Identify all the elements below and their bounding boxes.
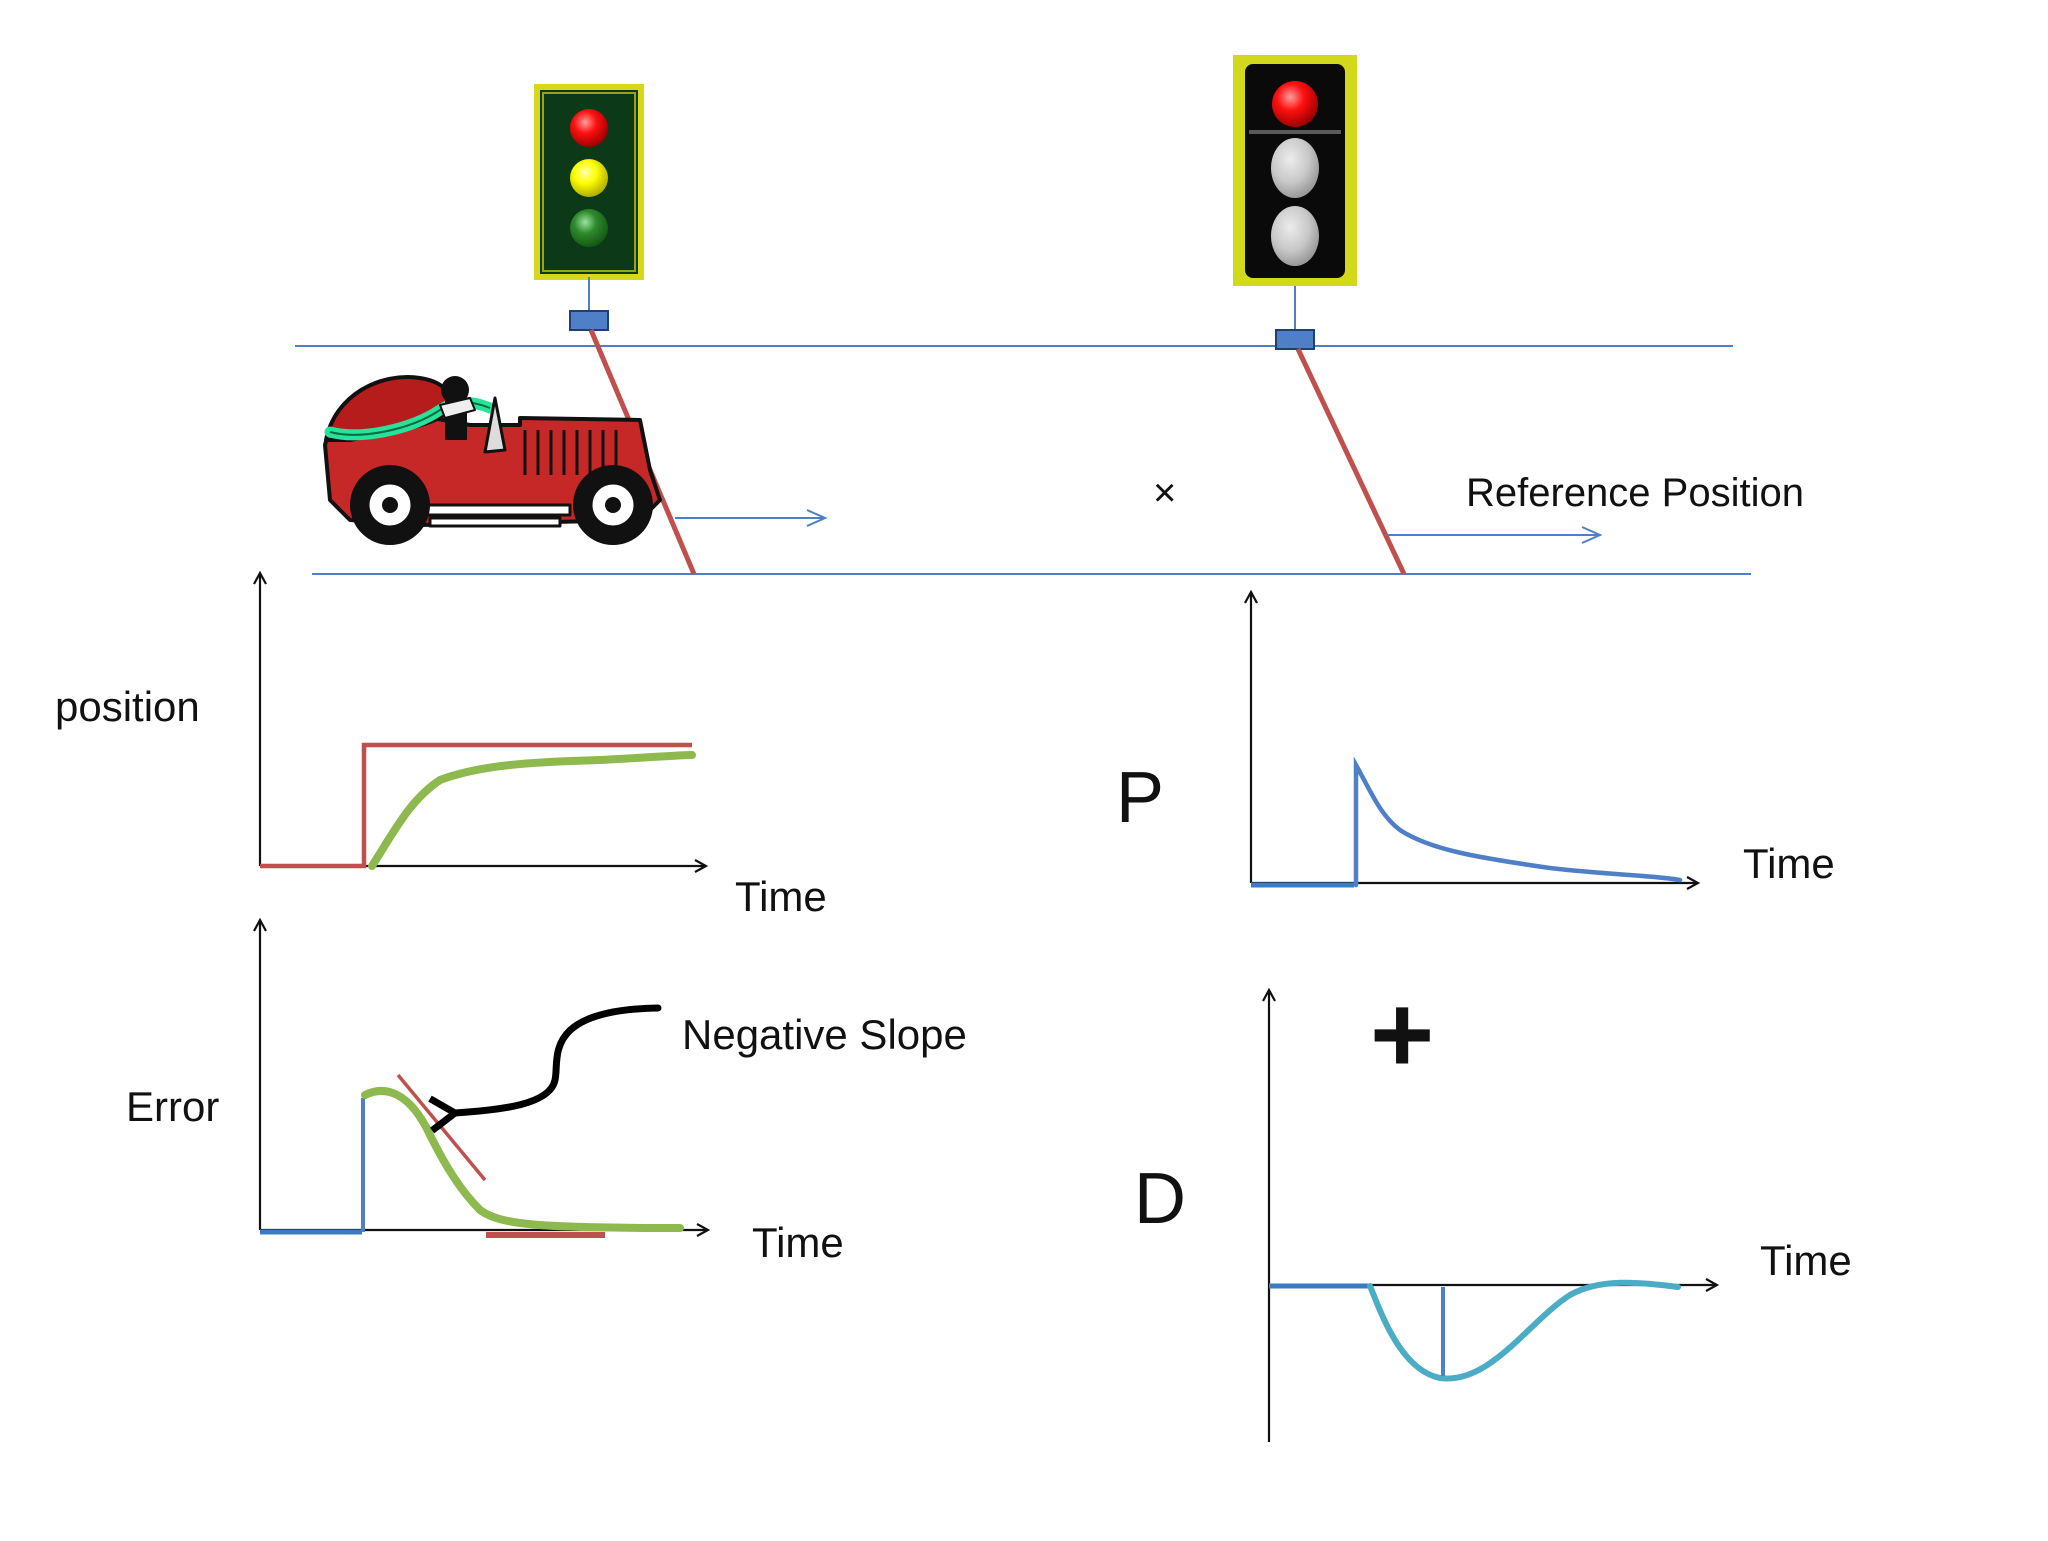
reference-step bbox=[260, 742, 692, 869]
negative-slope-label: Negative Slope bbox=[682, 1011, 967, 1058]
green-lamp bbox=[570, 209, 608, 247]
d-time-label: Time bbox=[1760, 1237, 1852, 1284]
error-time-label: Time bbox=[752, 1219, 844, 1266]
traffic-light-1 bbox=[534, 84, 697, 575]
p-response bbox=[1353, 756, 1683, 888]
sensor-2 bbox=[1275, 329, 1315, 350]
traffic-light-2 bbox=[1233, 55, 1407, 576]
p-time-label: Time bbox=[1743, 840, 1835, 887]
d-chart bbox=[1269, 990, 1717, 1442]
reference-position-label: Reference Position bbox=[1466, 471, 1804, 515]
off-lamp bbox=[1271, 206, 1319, 266]
red-lamp bbox=[570, 109, 608, 147]
yellow-lamp bbox=[570, 159, 608, 197]
cross-mark: × bbox=[1153, 471, 1177, 515]
race-car bbox=[323, 375, 662, 545]
position-chart bbox=[260, 573, 706, 866]
error-chart bbox=[260, 920, 708, 1238]
off-lamp bbox=[1271, 138, 1319, 198]
p-term-label: P bbox=[1116, 758, 1165, 838]
plus-sign: + bbox=[1370, 973, 1435, 1096]
position-response bbox=[368, 751, 696, 870]
negative-slope-arrow bbox=[455, 1004, 662, 1113]
p-chart bbox=[1251, 592, 1698, 885]
sensor-1 bbox=[569, 310, 609, 331]
position-time-label: Time bbox=[735, 873, 827, 920]
position-label: position bbox=[55, 683, 200, 730]
red-lamp bbox=[1272, 81, 1318, 127]
road bbox=[295, 345, 1751, 575]
error-label: Error bbox=[126, 1083, 220, 1130]
error-response bbox=[361, 1087, 684, 1232]
d-term-label: D bbox=[1134, 1159, 1186, 1239]
stop-line-2 bbox=[1295, 347, 1407, 576]
d-response bbox=[1367, 1279, 1681, 1382]
